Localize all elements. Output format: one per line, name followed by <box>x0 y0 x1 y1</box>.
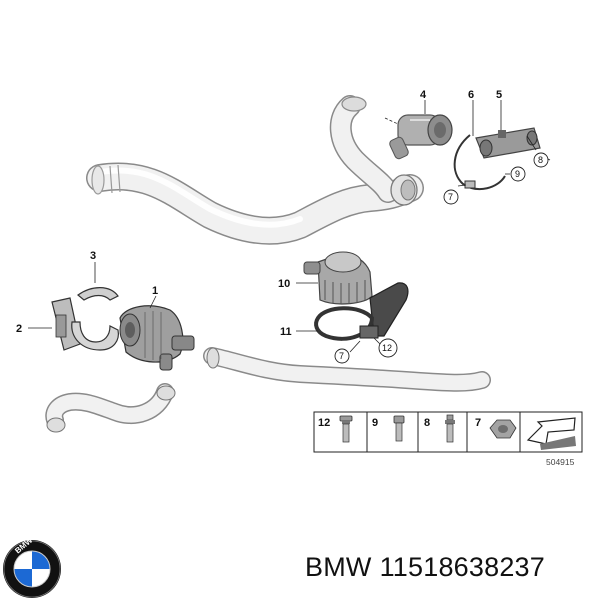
circle-callout-8-top: 8 <box>533 152 549 168</box>
legend-number-7: 7 <box>475 417 481 429</box>
lower-right-hose <box>203 347 491 392</box>
callout-2: 2 <box>16 323 22 335</box>
diagram-reference-number: 504915 <box>546 457 575 467</box>
leaders-left <box>28 262 157 329</box>
holder-bracket <box>51 297 81 351</box>
nut-icon <box>489 419 517 439</box>
bmw-logo: BMW <box>3 539 61 598</box>
lower-right-hose-clamp <box>206 347 220 369</box>
legend-number-8: 8 <box>424 417 430 429</box>
svg-text:12: 12 <box>382 343 392 353</box>
circle-callout-7-top: 7 <box>443 189 459 205</box>
hose-connector-right <box>390 174 418 206</box>
legend-number-12: 12 <box>318 417 330 429</box>
brand-name: BMW <box>305 552 372 582</box>
upper-hose-end-left <box>91 164 121 195</box>
svg-text:7: 7 <box>448 192 453 202</box>
hose-clamp <box>453 134 506 191</box>
callout-10: 10 <box>278 278 290 290</box>
riser-hose-top-clamp <box>341 96 367 112</box>
pump-bracket <box>475 127 541 159</box>
callout-6: 6 <box>468 89 474 101</box>
circle-callout-12-middle: 12 <box>378 338 398 358</box>
circle-callout-7-middle: 7 <box>334 348 350 364</box>
leaders-middle <box>296 282 381 353</box>
callout-4: 4 <box>420 89 427 101</box>
upper-riser-hose <box>329 95 399 203</box>
stud-icon <box>445 414 455 443</box>
svg-text:9: 9 <box>515 169 520 179</box>
circle-callout-9-top: 9 <box>510 166 526 182</box>
auxiliary-water-pump <box>389 114 453 160</box>
upper-coolant-hose <box>86 162 424 245</box>
direction-arrow-icon <box>526 417 576 450</box>
bolt-icon <box>393 415 405 442</box>
bolt-flange-icon <box>339 415 353 443</box>
lower-left-hose <box>45 383 174 429</box>
callout-11: 11 <box>280 326 292 338</box>
electric-water-pump <box>303 251 373 305</box>
main-electric-coolant-pump <box>119 305 195 371</box>
rubber-mount <box>71 287 119 351</box>
callout-5: 5 <box>496 89 502 101</box>
lower-left-hose-end <box>46 385 176 433</box>
legend-number-9: 9 <box>372 417 378 429</box>
svg-text:7: 7 <box>339 351 344 361</box>
fasteners-legend: 12 9 8 7 <box>313 411 583 453</box>
pump-mounting-bracket <box>314 282 409 341</box>
svg-text:8: 8 <box>538 155 543 165</box>
part-number: 11518638237 <box>379 552 545 582</box>
callout-1: 1 <box>152 285 158 297</box>
callout-3: 3 <box>90 250 96 262</box>
